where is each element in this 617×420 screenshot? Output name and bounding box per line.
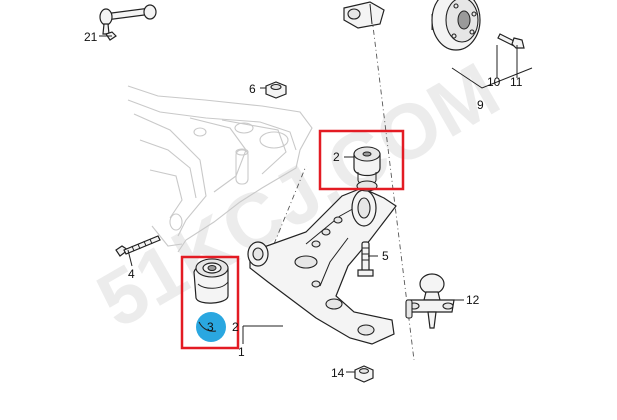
nut-6 [265, 81, 287, 99]
callout-2-rear-bushing: 2 [333, 150, 340, 164]
highlight-box-part-3 [180, 255, 240, 350]
callout-3: 3 [207, 320, 214, 334]
callout-6: 6 [249, 82, 256, 96]
callout-11: 11 [510, 75, 523, 89]
hub-bolt [497, 33, 525, 49]
callout-12: 12 [466, 293, 480, 307]
subframe [127, 85, 313, 253]
callout-1: 1 [238, 345, 245, 359]
ball-joint [405, 273, 455, 329]
callout-4: 4 [128, 267, 135, 281]
stabilizer-link [99, 4, 157, 41]
bolt-5 [357, 241, 374, 277]
callout-9: 9 [477, 98, 484, 112]
upper-mount [343, 1, 385, 29]
callout-2-assembly: 2 [232, 320, 239, 334]
leader-lines [99, 35, 533, 373]
rear-bushing [353, 146, 381, 192]
front-bushing [193, 258, 229, 304]
callout-14: 14 [331, 366, 345, 380]
callout-10: 10 [487, 75, 501, 89]
wheel-hub [431, 0, 481, 51]
selected-part-marker[interactable] [196, 312, 226, 342]
callout-5: 5 [382, 249, 389, 263]
highlight-box-part-2 [318, 129, 405, 191]
callout-21: 21 [84, 30, 98, 44]
bolt-4 [115, 235, 161, 257]
nut-14 [354, 365, 374, 383]
